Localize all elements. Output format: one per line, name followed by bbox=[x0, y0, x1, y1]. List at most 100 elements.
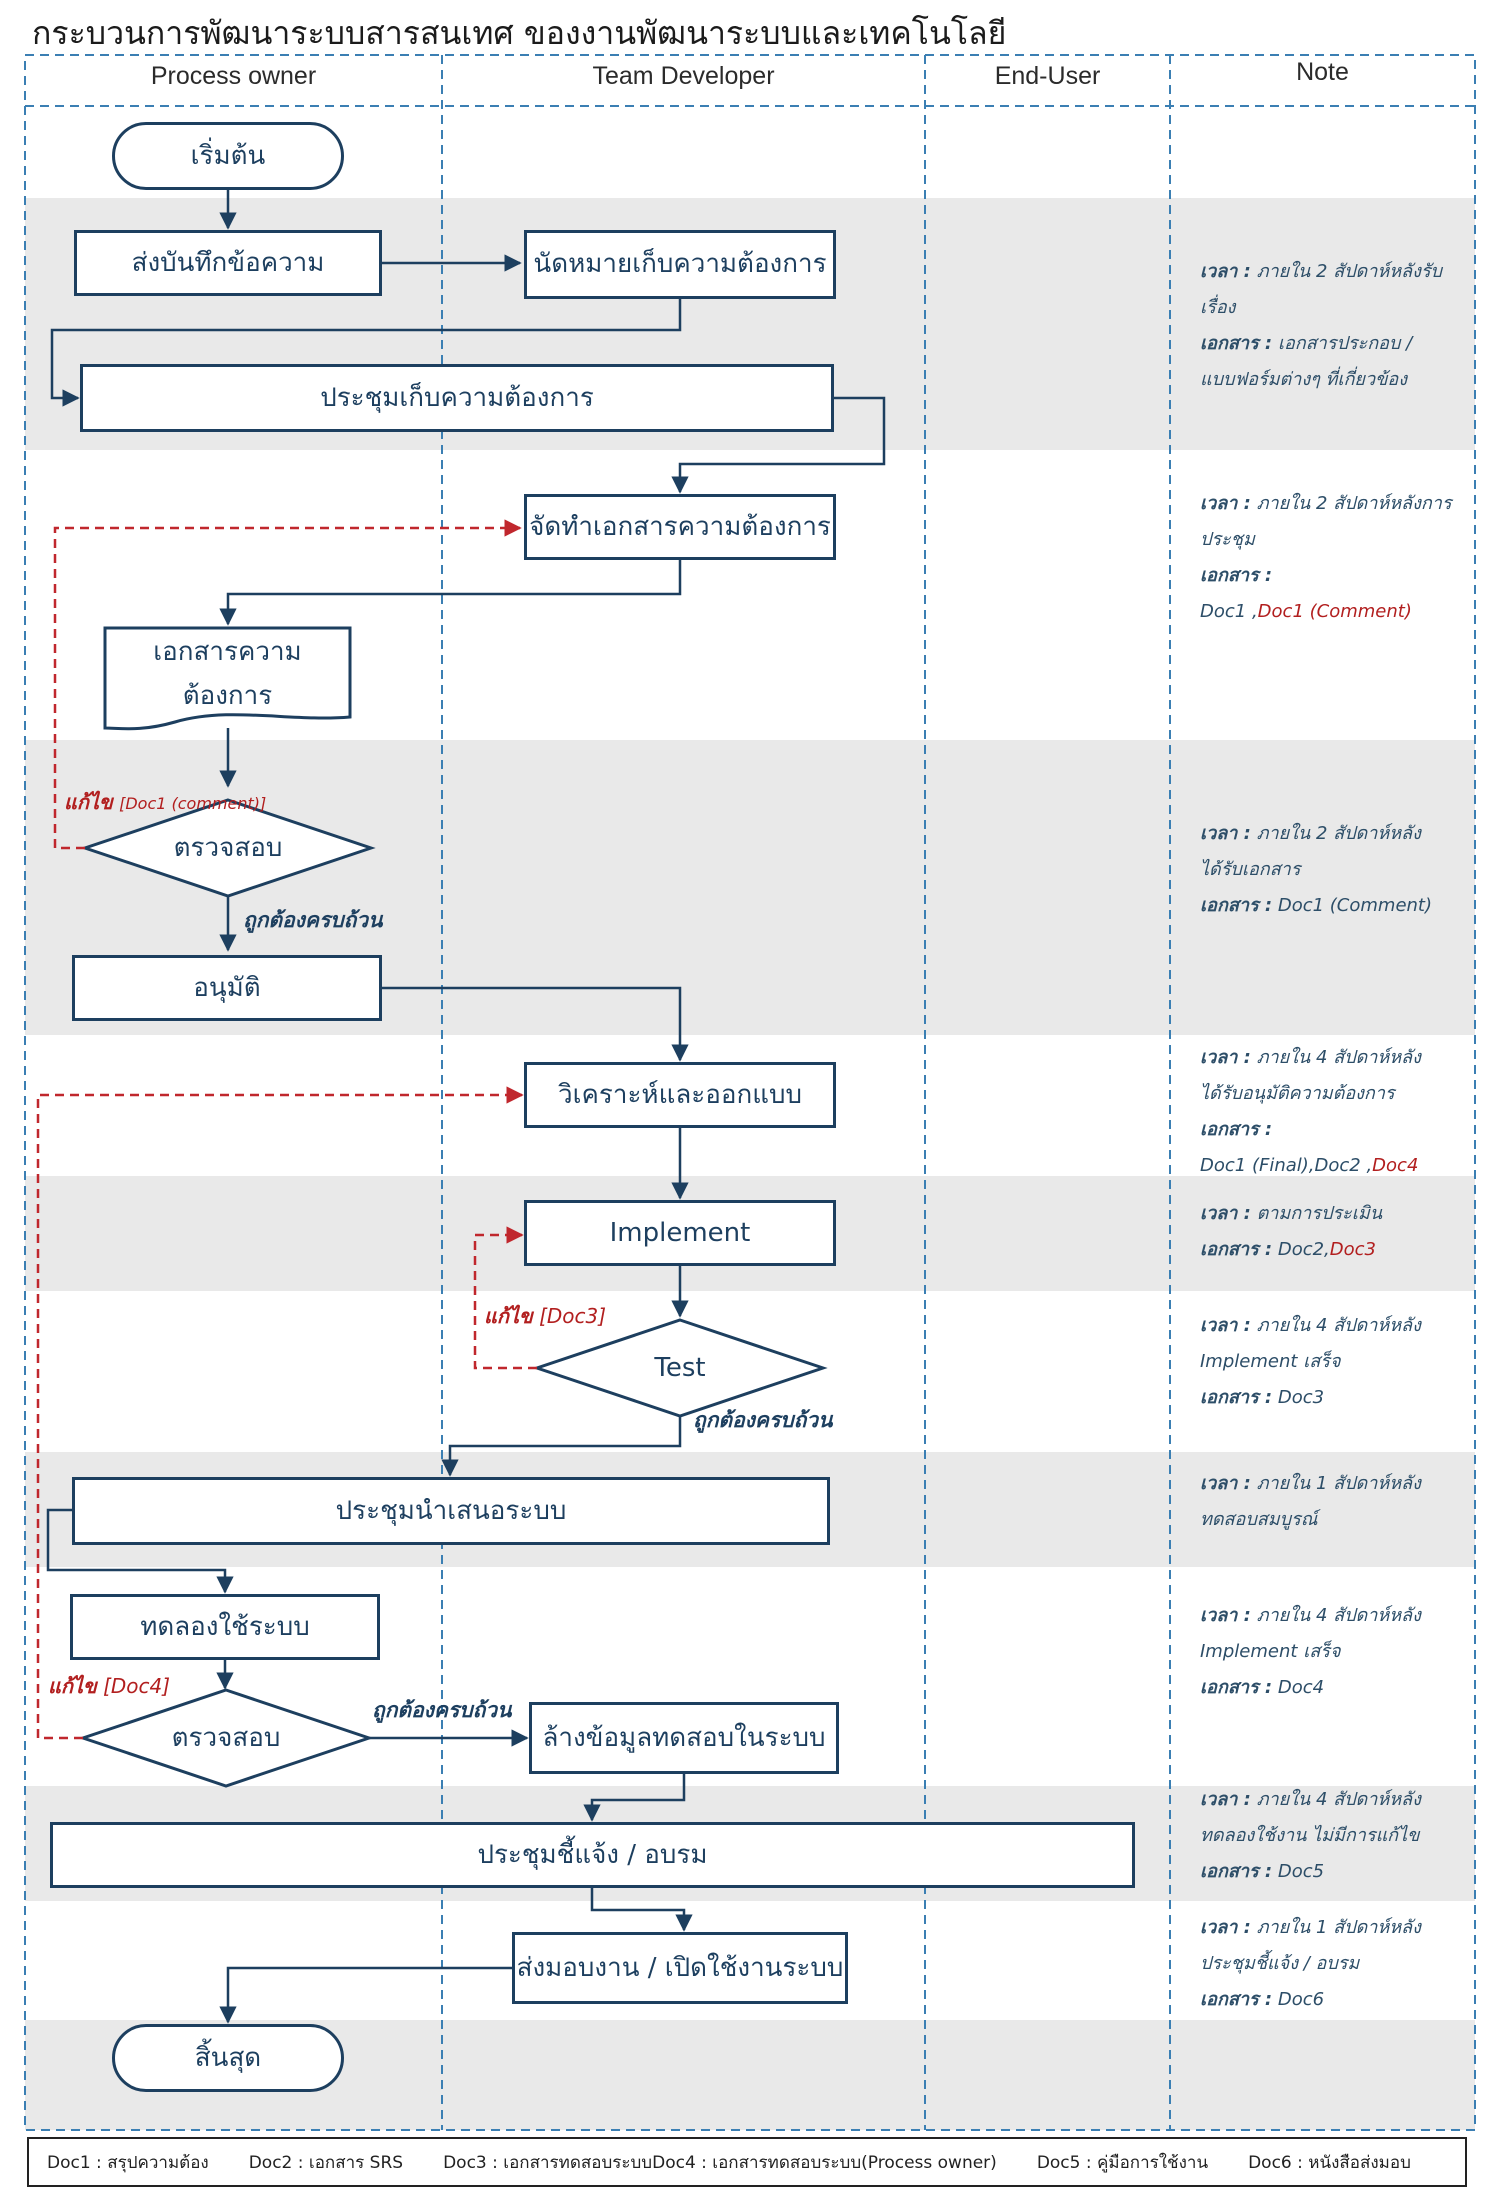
fix-word: แก้ไข bbox=[484, 1304, 533, 1328]
present-step: ประชุมนำเสนอระบบ bbox=[72, 1477, 830, 1545]
note-time-key: เวลา : bbox=[1200, 1315, 1251, 1336]
note-9: เวลา : ภายใน 4 สัปดาห์หลัง ทดลองใช้งาน ไ… bbox=[1200, 1782, 1470, 1890]
note-text: Doc4 bbox=[1277, 1677, 1325, 1698]
note-text: ภายใน 4 สัปดาห์หลัง bbox=[1256, 1047, 1421, 1068]
make-doc-step: จัดทำเอกสารความต้องการ bbox=[524, 494, 836, 560]
lane-header-process-owner: Process owner bbox=[150, 62, 317, 90]
start-terminal: เริ่มต้น bbox=[112, 122, 344, 190]
note-text: ประชุมชี้แจ้ง / อบรม bbox=[1200, 1953, 1360, 1974]
note-text: Implement เสร็จ bbox=[1200, 1351, 1341, 1372]
note-text: ได้รับอนุมัติความต้องการ bbox=[1200, 1083, 1395, 1104]
implement-step: Implement bbox=[524, 1200, 836, 1266]
requirement-document-line1: เอกสารความ bbox=[153, 636, 302, 667]
note-text-red: Doc1 (Comment) bbox=[1257, 601, 1412, 622]
legend-doc3-doc4: Doc3 : เอกสารทดสอบระบบDoc4 : เอกสารทดสอบ… bbox=[443, 2152, 997, 2173]
note-text: ภายใน 2 สัปดาห์หลังการ bbox=[1256, 493, 1452, 514]
note-text: ภายใน 4 สัปดาห์หลัง bbox=[1256, 1605, 1421, 1626]
note-text: Implement เสร็จ bbox=[1200, 1641, 1341, 1662]
training-step: ประชุมชี้แจ้ง / อบรม bbox=[50, 1822, 1135, 1888]
note-text: Doc3 bbox=[1277, 1387, 1325, 1408]
note-time-key: เวลา : bbox=[1200, 1047, 1251, 1068]
note-text: Doc1 , bbox=[1200, 601, 1258, 622]
note-text: ทดสอบสมบูรณ์ bbox=[1200, 1509, 1318, 1530]
note-text: ภายใน 4 สัปดาห์หลัง bbox=[1256, 1789, 1421, 1810]
note-text: ประชุม bbox=[1200, 529, 1255, 550]
legend-doc5: Doc5 : คู่มือการใช้งาน bbox=[1036, 2152, 1209, 2173]
fix-word: แก้ไข bbox=[48, 1674, 97, 1698]
lane-header-team-developer: Team Developer bbox=[592, 62, 775, 90]
note-1: เวลา : ภายใน 2 สัปดาห์หลังรับ เรื่อง เอก… bbox=[1200, 254, 1470, 398]
check2-decision: ตรวจสอบ bbox=[171, 1722, 281, 1753]
fix-label-doc4: แก้ไข [Doc4] bbox=[48, 1670, 170, 1702]
ok-label-test: ถูกต้องครบถ้วน bbox=[693, 1408, 833, 1432]
decision-check2-shape bbox=[78, 1688, 374, 1788]
note-text: ภายใน 1 สัปดาห์หลัง bbox=[1256, 1917, 1421, 1938]
lane-header-end-user: End-User bbox=[994, 62, 1101, 90]
feedback-connectors bbox=[36, 519, 537, 1740]
page-title: กระบวนการพัฒนาระบบสารสนเทศ ของงานพัฒนาระ… bbox=[32, 14, 1007, 52]
ok-label-check1: ถูกต้องครบถ้วน bbox=[243, 908, 383, 932]
lane-header-note: Note bbox=[1296, 58, 1349, 86]
note-time-key: เวลา : bbox=[1200, 1605, 1251, 1626]
note-text: Doc5 bbox=[1277, 1861, 1325, 1882]
note-text: Doc1 (Final),Doc2 , bbox=[1200, 1155, 1373, 1176]
flow-connectors bbox=[46, 190, 886, 2024]
note-text: เรื่อง bbox=[1200, 297, 1236, 318]
deliver-step: ส่งมอบงาน / เปิดใช้งานระบบ bbox=[512, 1932, 848, 2004]
note-doc-key: เอกสาร : bbox=[1200, 565, 1273, 586]
note-text: ภายใน 2 สัปดาห์หลังรับ bbox=[1256, 261, 1442, 282]
note-doc-key: เอกสาร : bbox=[1200, 1387, 1273, 1408]
clear-data-step: ล้างข้อมูลทดสอบในระบบ bbox=[529, 1702, 839, 1774]
note-10: เวลา : ภายใน 1 สัปดาห์หลัง ประชุมชี้แจ้ง… bbox=[1200, 1910, 1470, 2018]
approve-step: อนุมัติ bbox=[72, 955, 382, 1021]
note-7: เวลา : ภายใน 1 สัปดาห์หลัง ทดสอบสมบูรณ์ bbox=[1200, 1466, 1470, 1538]
note-time-key: เวลา : bbox=[1200, 1203, 1251, 1224]
note-text: Doc6 bbox=[1277, 1989, 1325, 2010]
note-text: ได้รับเอกสาร bbox=[1200, 859, 1301, 880]
note-6: เวลา : ภายใน 4 สัปดาห์หลัง Implement เสร… bbox=[1200, 1308, 1470, 1416]
note-time-key: เวลา : bbox=[1200, 1917, 1251, 1938]
note-time-key: เวลา : bbox=[1200, 493, 1251, 514]
send-memo-step: ส่งบันทึกข้อความ bbox=[74, 230, 382, 296]
note-doc-key: เอกสาร : bbox=[1200, 1989, 1273, 2010]
note-doc-key: เอกสาร : bbox=[1200, 333, 1273, 354]
fix-label-doc1: แก้ไข [Doc1 (comment)] bbox=[64, 786, 266, 818]
fix-doc-ref: [Doc4] bbox=[103, 1674, 171, 1698]
ok-label-check2: ถูกต้องครบถ้วน bbox=[372, 1698, 512, 1722]
fix-label-doc3: แก้ไข [Doc3] bbox=[484, 1300, 606, 1332]
note-doc-key: เอกสาร : bbox=[1200, 1861, 1273, 1882]
note-text: ภายใน 4 สัปดาห์หลัง bbox=[1256, 1315, 1421, 1336]
note-time-key: เวลา : bbox=[1200, 1473, 1251, 1494]
legend-doc2: Doc2 : เอกสาร SRS bbox=[248, 2152, 404, 2173]
appoint-step: นัดหมายเก็บความต้องการ bbox=[524, 230, 836, 299]
legend-doc6: Doc6 : หนังสือส่งมอบ bbox=[1248, 2152, 1411, 2173]
note-text: ภายใน 2 สัปดาห์หลัง bbox=[1256, 823, 1421, 844]
document-legend: Doc1 : สรุปความต้อง Doc2 : เอกสาร SRS Do… bbox=[27, 2137, 1467, 2187]
check1-decision: ตรวจสอบ bbox=[173, 832, 283, 863]
note-5: เวลา : ตามการประเมิน เอกสาร : Doc2,Doc3 bbox=[1200, 1196, 1470, 1268]
note-text: ตามการประเมิน bbox=[1256, 1203, 1383, 1224]
note-text: เอกสารประกอบ / bbox=[1277, 333, 1413, 354]
test-decision: Test bbox=[654, 1352, 706, 1383]
note-4: เวลา : ภายใน 4 สัปดาห์หลัง ได้รับอนุมัติ… bbox=[1200, 1040, 1470, 1184]
note-text-red: Doc4 bbox=[1372, 1155, 1419, 1176]
note-doc-key: เอกสาร : bbox=[1200, 1239, 1273, 1260]
note-text: ภายใน 1 สัปดาห์หลัง bbox=[1256, 1473, 1421, 1494]
note-text: แบบฟอร์มต่างๆ ที่เกี่ยวข้อง bbox=[1200, 369, 1407, 390]
note-8: เวลา : ภายใน 4 สัปดาห์หลัง Implement เสร… bbox=[1200, 1598, 1470, 1706]
note-2: เวลา : ภายใน 2 สัปดาห์หลังการ ประชุม เอก… bbox=[1200, 486, 1470, 630]
fix-word: แก้ไข bbox=[64, 790, 113, 814]
meeting-step: ประชุมเก็บความต้องการ bbox=[80, 364, 834, 432]
note-doc-key: เอกสาร : bbox=[1200, 1677, 1273, 1698]
note-text-red: Doc3 bbox=[1329, 1239, 1377, 1260]
note-3: เวลา : ภายใน 2 สัปดาห์หลัง ได้รับเอกสาร … bbox=[1200, 816, 1470, 924]
document-shape bbox=[103, 626, 352, 731]
note-time-key: เวลา : bbox=[1200, 261, 1251, 282]
trial-step: ทดลองใช้ระบบ bbox=[70, 1594, 380, 1660]
note-time-key: เวลา : bbox=[1200, 823, 1251, 844]
fix-doc-ref: [Doc1 (comment)] bbox=[119, 794, 267, 813]
note-text: Doc1 (Comment) bbox=[1277, 895, 1433, 916]
requirement-document-line2: ต้องการ bbox=[182, 681, 273, 711]
analyze-step: วิเคราะห์และออกแบบ bbox=[524, 1062, 836, 1128]
legend-doc1: Doc1 : สรุปความต้อง bbox=[47, 2152, 209, 2173]
